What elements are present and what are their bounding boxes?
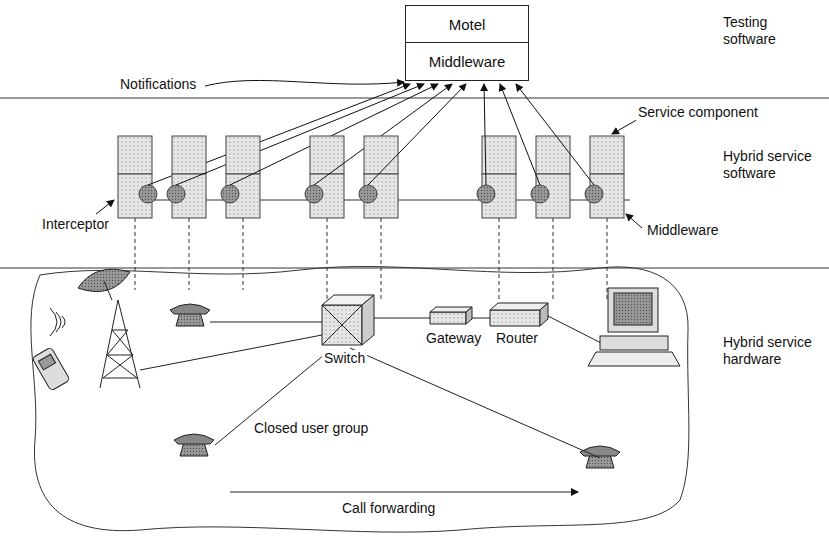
service-component	[167, 84, 424, 290]
interceptor	[585, 185, 603, 203]
interceptor	[477, 185, 495, 203]
device-label: Switch	[322, 350, 367, 367]
telephone	[580, 446, 620, 468]
layer-name: Testing software	[721, 14, 825, 48]
layer-box: Motel	[405, 5, 529, 43]
box-label: Middleware	[429, 53, 506, 70]
interceptor	[305, 185, 323, 203]
service-component	[359, 84, 466, 300]
callout-label: Interceptor	[40, 216, 111, 233]
interceptor	[531, 185, 549, 203]
interceptor	[139, 185, 157, 203]
device-label: Router	[494, 330, 540, 347]
telephone	[170, 304, 210, 326]
device-label: Gateway	[424, 330, 483, 347]
feature-label: Call forwarding	[340, 500, 437, 517]
service-component	[500, 84, 570, 300]
callout-label: Service component	[636, 104, 760, 121]
layer-name: Hybrid service software	[721, 148, 825, 182]
annotation: Notifications	[118, 76, 198, 93]
box-label: Motel	[449, 16, 486, 33]
service-component	[477, 84, 516, 300]
group-label: Closed user group	[252, 420, 370, 437]
service-component	[516, 84, 624, 300]
interceptor	[167, 185, 185, 203]
telephone	[174, 434, 214, 456]
layer-box: Middleware	[405, 42, 529, 81]
interceptor	[221, 185, 239, 203]
layer-name: Hybrid service hardware	[721, 334, 825, 368]
service-component	[221, 84, 438, 290]
callout-label: Middleware	[645, 222, 721, 239]
interceptor	[359, 185, 377, 203]
service-component	[305, 84, 452, 300]
service-component	[118, 84, 410, 290]
